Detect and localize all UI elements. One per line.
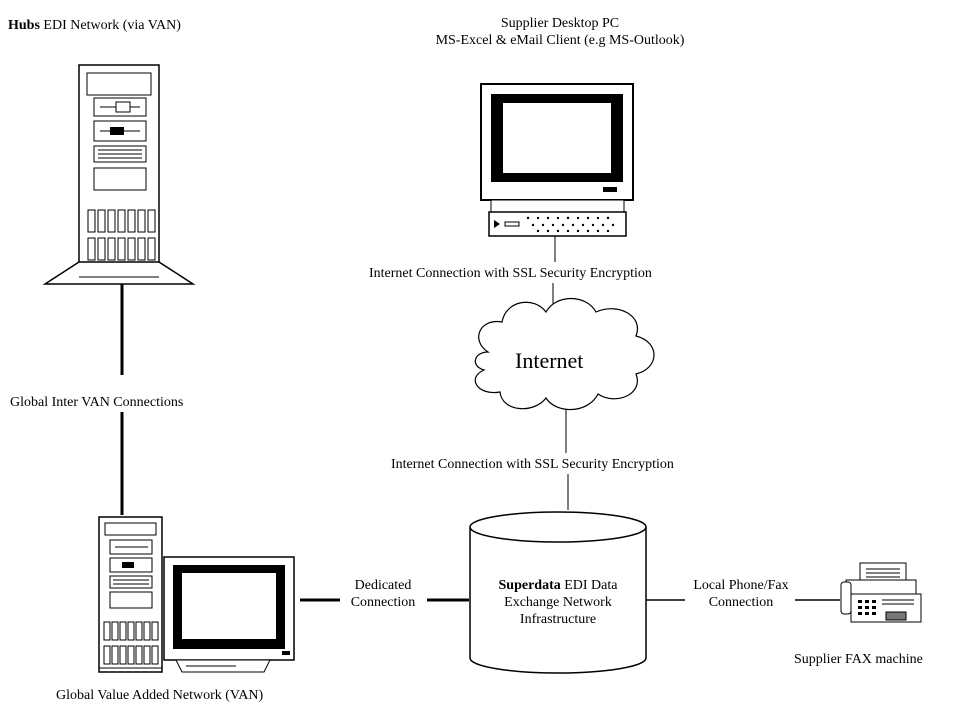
dedicated-connection-label: Dedicated Connection — [330, 577, 436, 611]
local-phone-line1: Local Phone/Fax — [693, 578, 789, 593]
internet-cloud-icon — [474, 298, 655, 411]
local-phone-label: Local Phone/Fax Connection — [676, 577, 806, 611]
supplier-pc-label: Supplier Desktop PC MS-Excel & eMail Cli… — [380, 15, 740, 49]
hubs-server-icon — [42, 64, 196, 285]
superdata-bold: Superdata — [498, 578, 561, 593]
superdata-line1-rest: EDI Data — [560, 578, 618, 593]
superdata-database-icon — [469, 511, 647, 674]
hubs-label-bold: Hubs — [8, 18, 40, 33]
dedicated-line2: Connection — [350, 595, 416, 610]
internet-connection-top-label: Internet Connection with SSL Security En… — [369, 266, 652, 281]
superdata-line2: Exchange Network — [504, 595, 612, 610]
superdata-label: Superdata EDI Data Exchange Network Infr… — [468, 577, 648, 628]
hubs-label: Hubs EDI Network (via VAN) — [8, 17, 181, 34]
fax-machine-icon — [840, 562, 922, 623]
dedicated-line1: Dedicated — [354, 578, 412, 593]
van-server-icon — [98, 516, 163, 673]
van-monitor-icon — [163, 556, 295, 673]
internet-connection-bottom-label: Internet Connection with SSL Security En… — [391, 457, 674, 472]
van-label: Global Value Added Network (VAN) — [56, 688, 264, 703]
inter-van-label: Global Inter VAN Connections — [10, 395, 184, 410]
supplier-pc-label-line1: Supplier Desktop PC — [500, 16, 620, 31]
supplier-pc-icon — [480, 83, 634, 237]
fax-machine-label: Supplier FAX machine — [794, 652, 923, 667]
hubs-label-rest: EDI Network (via VAN) — [39, 18, 181, 33]
supplier-pc-label-line2: MS-Excel & eMail Client (e.g MS-Outlook) — [435, 33, 685, 48]
local-phone-line2: Connection — [708, 595, 774, 610]
internet-cloud-label: Internet — [515, 348, 584, 373]
superdata-line3: Infrastructure — [519, 612, 597, 627]
